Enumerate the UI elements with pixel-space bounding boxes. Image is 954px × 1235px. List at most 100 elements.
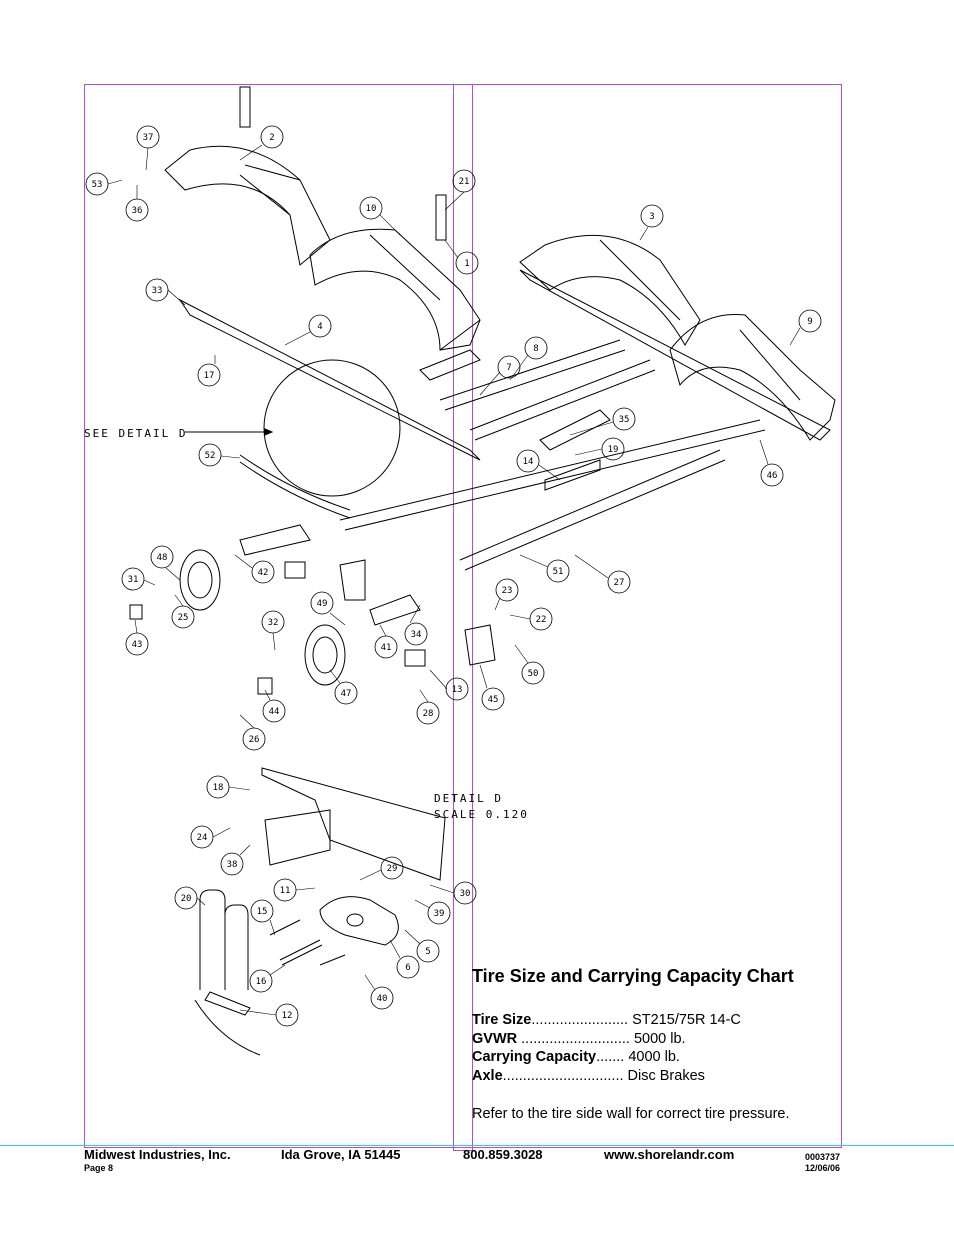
svg-text:26: 26 (249, 735, 260, 745)
svg-text:22: 22 (536, 615, 547, 625)
svg-text:21: 21 (459, 177, 470, 187)
footer-rule (0, 1145, 954, 1146)
footer-company: Midwest Industries, Inc. (84, 1147, 231, 1162)
frame-rail-8 (469, 359, 656, 441)
svg-text:39: 39 (434, 909, 445, 919)
callout-7: 7 (497, 355, 521, 379)
step-pad-35 (539, 409, 611, 451)
callout-44: 44 (262, 699, 286, 723)
callout-36: 36 (125, 198, 149, 222)
doc-date: 12/06/06 (805, 1163, 841, 1173)
spec-label: Axle (472, 1068, 503, 1084)
svg-text:30: 30 (460, 889, 471, 899)
leaf-spring-52 (239, 454, 351, 519)
fender-9 (669, 313, 836, 441)
svg-text:5: 5 (425, 947, 430, 957)
svg-text:33: 33 (152, 286, 163, 296)
svg-text:1: 1 (464, 259, 469, 269)
callout-12: 12 (275, 1003, 299, 1027)
svg-text:44: 44 (269, 707, 280, 717)
callout-13: 13 (445, 677, 469, 701)
frame-rail-7 (439, 339, 626, 411)
column-guide (453, 84, 473, 1151)
callout-28: 28 (416, 701, 440, 725)
spec-row-tire-size: Tire Size........................ ST215/… (472, 1012, 741, 1028)
bolt-40 (319, 954, 346, 966)
svg-text:49: 49 (317, 599, 328, 609)
caliper-45 (464, 624, 496, 666)
svg-text:4: 4 (317, 322, 322, 332)
spec-value: 5000 lb. (633, 1031, 686, 1047)
svg-text:20: 20 (181, 894, 192, 904)
callout-14: 14 (516, 449, 540, 473)
callout-52: 52 (198, 443, 222, 467)
callout-38: 38 (220, 852, 244, 876)
svg-text:47: 47 (341, 689, 352, 699)
spec-value: ST215/75R 14-C (632, 1012, 741, 1028)
svg-text:17: 17 (204, 371, 215, 381)
callout-2: 2 (260, 125, 284, 149)
spec-label: Tire Size (472, 1012, 532, 1028)
callout-42: 42 (251, 560, 275, 584)
svg-text:41: 41 (381, 643, 392, 653)
spec-row-gvwr: GVWR ........................... 5000 lb… (472, 1031, 686, 1047)
callout-11: 11 (273, 878, 297, 902)
brake-rotor-48 (179, 549, 221, 611)
callout-21: 21 (452, 169, 476, 193)
callout-37: 37 (136, 125, 160, 149)
scale-label: SCALE 0.120 (434, 808, 529, 821)
detail-label: DETAIL D (434, 792, 503, 805)
svg-text:34: 34 (411, 630, 422, 640)
svg-text:45: 45 (488, 695, 499, 705)
svg-text:19: 19 (608, 445, 619, 455)
callout-39: 39 (427, 901, 451, 925)
svg-text:2: 2 (269, 133, 274, 143)
cross-tube-27 (459, 449, 726, 571)
svg-text:43: 43 (132, 640, 143, 650)
svg-text:23: 23 (502, 586, 513, 596)
callout-33: 33 (145, 278, 169, 302)
callout-6: 6 (396, 955, 420, 979)
spec-row-axle: Axle.............................. Disc … (472, 1068, 705, 1084)
svg-text:15: 15 (257, 907, 268, 917)
svg-text:50: 50 (528, 669, 539, 679)
callout-47: 47 (334, 681, 358, 705)
svg-text:10: 10 (366, 204, 377, 214)
svg-text:27: 27 (614, 578, 625, 588)
callout-1: 1 (455, 251, 479, 275)
detail-d-circle (263, 359, 401, 497)
callout-50: 50 (521, 661, 545, 685)
callout-3: 3 (640, 204, 664, 228)
bolt-15 (269, 919, 301, 936)
svg-text:51: 51 (553, 567, 564, 577)
svg-text:25: 25 (178, 613, 189, 623)
callout-34: 34 (404, 622, 428, 646)
doc-number: 0003737 (805, 1152, 841, 1162)
step-pad-14 (544, 459, 601, 491)
footer-city: Ida Grove, IA 51445 (281, 1147, 401, 1162)
svg-text:42: 42 (258, 568, 269, 578)
svg-text:11: 11 (280, 886, 291, 896)
svg-text:9: 9 (807, 317, 812, 327)
callout-26: 26 (242, 727, 266, 751)
callout-17: 17 (197, 363, 221, 387)
plate-12 (204, 991, 251, 1016)
callout-43: 43 (125, 632, 149, 656)
callout-16: 16 (249, 969, 273, 993)
svg-text:48: 48 (157, 553, 168, 563)
footer-website[interactable]: www.shorelandr.com (604, 1147, 735, 1162)
svg-text:32: 32 (268, 618, 279, 628)
axle-spindle-41 (369, 594, 421, 626)
plate-28 (404, 649, 426, 667)
svg-text:16: 16 (256, 977, 267, 987)
see-detail-label: SEE DETAIL D (84, 427, 187, 440)
callout-31: 31 (121, 567, 145, 591)
callout-51: 51 (546, 559, 570, 583)
callout-22: 22 (529, 607, 553, 631)
callout-10: 10 (359, 196, 383, 220)
svg-text:13: 13 (452, 685, 463, 695)
callout-30: 30 (453, 881, 477, 905)
page-number: Page 8 (84, 1163, 114, 1173)
leader-lines (107, 144, 801, 1016)
